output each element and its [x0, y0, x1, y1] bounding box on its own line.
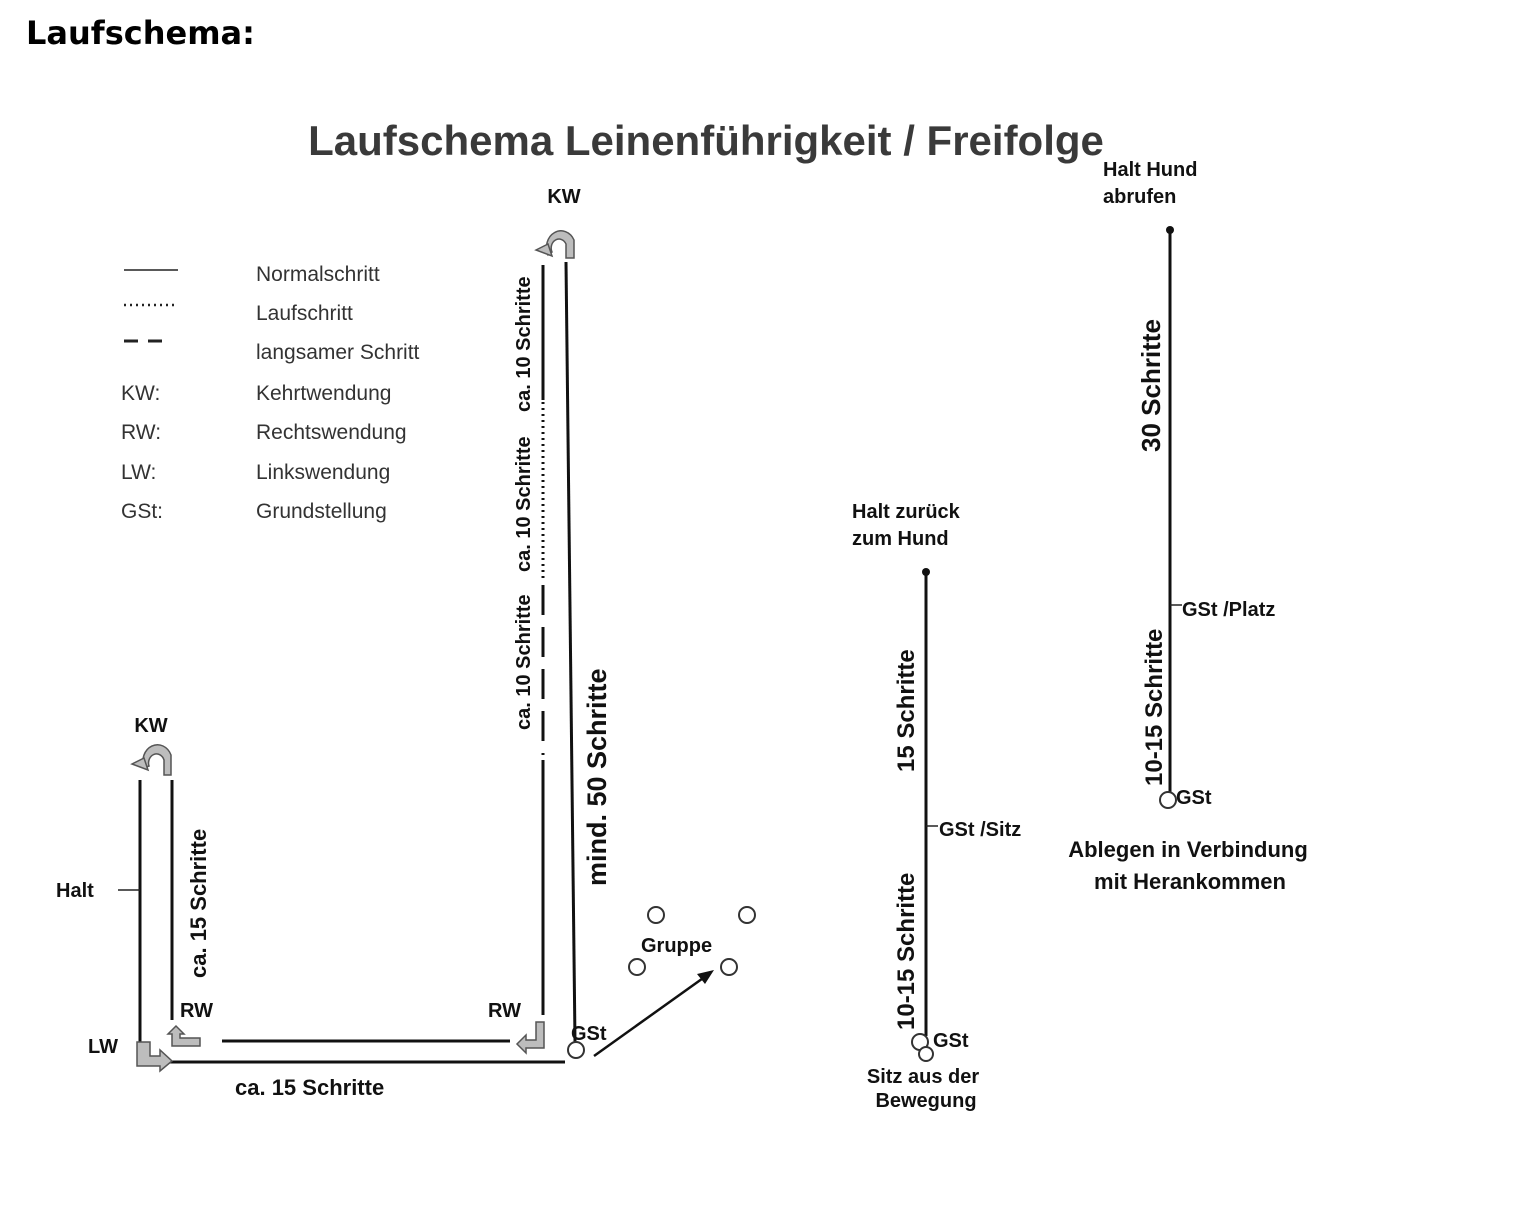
- rw-left-turn-icon: [166, 1024, 201, 1047]
- label-halt: Halt: [56, 880, 94, 902]
- label-platz-gst-platz: GSt /Platz: [1182, 599, 1275, 621]
- legend-label-kehrtwendung: Kehrtwendung: [256, 382, 391, 405]
- gruppe-person: [738, 906, 756, 924]
- diagram-title: Laufschema Leinenführigkeit / Freifolge: [308, 117, 1104, 164]
- legend: KW: RW: LW: GSt: Normalschritt Laufschri…: [121, 263, 420, 523]
- sitz-dog-marker: [918, 1046, 934, 1062]
- label-platz-gst: GSt: [1176, 787, 1212, 809]
- platz-gst-marker: [1159, 791, 1177, 809]
- label-rw-left: RW: [180, 1000, 213, 1022]
- label-sitz-caption-2: Bewegung: [875, 1090, 976, 1112]
- label-ca15-vertical: ca. 15 Schritte: [186, 829, 211, 978]
- label-sitz-caption-1: Sitz aus der: [867, 1066, 979, 1088]
- sitz-course: Halt zurück zum Hund 15 Schritte GSt /Si…: [852, 501, 1021, 1112]
- label-platz-1015: 10-15 Schritte: [1141, 629, 1168, 786]
- legend-label-normalschritt: Normalschritt: [256, 263, 380, 286]
- kw-top-turn-icon: [534, 230, 575, 259]
- sitz-halt-point: [922, 568, 930, 576]
- gruppe-arrowhead: [697, 970, 714, 984]
- gruppe-circles: [628, 906, 756, 976]
- path-to-gruppe: [593, 974, 707, 1058]
- label-ca15-horizontal: ca. 15 Schritte: [235, 1075, 384, 1100]
- legend-symbol-kw: KW:: [121, 382, 160, 405]
- gruppe-person: [720, 958, 738, 976]
- label-platz-caption-1: Ablegen in Verbindung: [1068, 837, 1308, 862]
- legend-symbol-rw: RW:: [121, 421, 161, 444]
- label-gst-main: GSt: [571, 1023, 607, 1045]
- legend-label-laufschritt: Laufschritt: [256, 302, 353, 325]
- legend-symbol-gst: GSt:: [121, 500, 163, 523]
- label-ca10-normal: ca. 10 Schritte: [513, 276, 535, 412]
- legend-label-grundstellung: Grundstellung: [256, 500, 387, 523]
- gst-main-marker: [567, 1041, 585, 1059]
- kw-left-turn-icon: [130, 744, 172, 776]
- platz-halt-point: [1166, 226, 1174, 234]
- label-ca10-langsam: ca. 10 Schritte: [513, 594, 535, 730]
- label-sitz-1015: 10-15 Schritte: [893, 873, 920, 1030]
- rw-right-turn-icon: [515, 1021, 545, 1055]
- gruppe-person: [628, 958, 646, 976]
- label-gruppe: Gruppe: [641, 935, 712, 957]
- lw-turn-icon: [136, 1041, 174, 1073]
- label-ca10-laufschritt: ca. 10 Schritte: [513, 436, 535, 572]
- legend-label-langsamer-schritt: langsamer Schritt: [256, 341, 420, 364]
- platz-course: Halt Hund abrufen 30 Schritte GSt /Platz…: [1068, 159, 1308, 894]
- legend-label-linkswendung: Linkswendung: [256, 461, 390, 484]
- label-platz-halt-1: Halt Hund: [1103, 159, 1197, 181]
- label-sitz-gst-sitz: GSt /Sitz: [939, 819, 1021, 841]
- label-sitz-gst: GSt: [933, 1030, 969, 1052]
- label-platz-caption-2: mit Herankommen: [1094, 869, 1286, 894]
- page-title: Laufschema:: [26, 14, 255, 52]
- legend-label-rechtswendung: Rechtswendung: [256, 421, 407, 444]
- label-sitz-halt-1: Halt zurück: [852, 501, 961, 523]
- path-mind50: [564, 261, 577, 1043]
- label-lw: LW: [88, 1036, 118, 1058]
- label-kw-left: KW: [134, 715, 167, 737]
- main-course: KW KW Halt LW RW RW GSt Gruppe ca. 15 Sc…: [56, 186, 756, 1100]
- label-sitz-halt-2: zum Hund: [852, 528, 949, 550]
- label-platz-30: 30 Schritte: [1136, 319, 1166, 452]
- legend-symbol-lw: LW:: [121, 461, 156, 484]
- gruppe-person: [647, 906, 665, 924]
- label-sitz-15: 15 Schritte: [893, 649, 920, 772]
- label-platz-halt-2: abrufen: [1103, 186, 1176, 208]
- label-kw-top: KW: [547, 186, 580, 208]
- label-mind50: mind. 50 Schritte: [582, 668, 612, 886]
- label-rw-right: RW: [488, 1000, 521, 1022]
